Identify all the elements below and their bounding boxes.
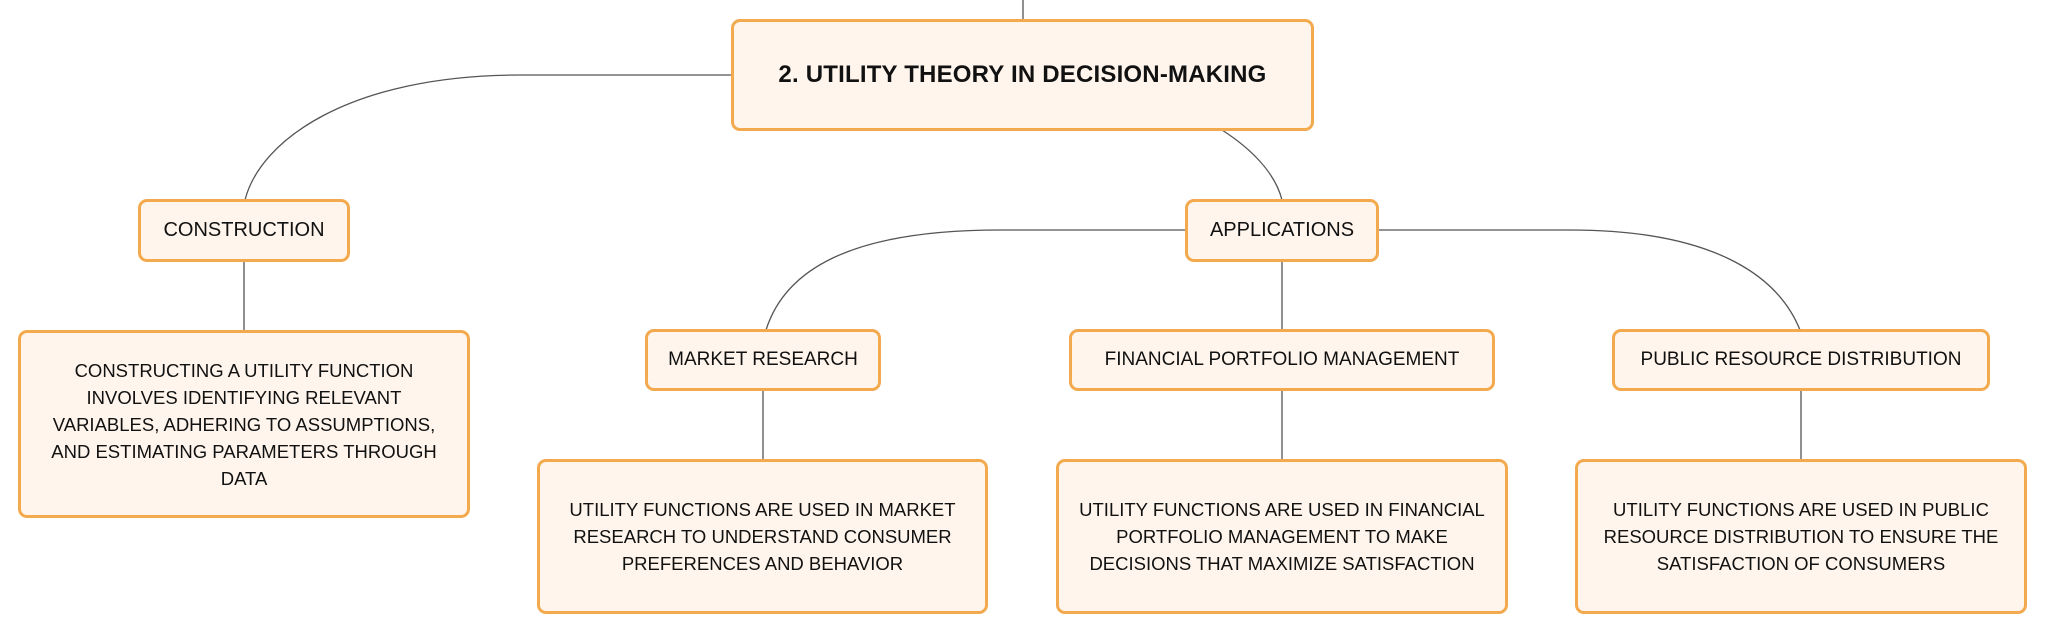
- public-resource-detail-node[interactable]: UTILITY FUNCTIONS ARE USED IN PUBLIC RES…: [1575, 459, 2027, 614]
- financial-portfolio-detail-node[interactable]: UTILITY FUNCTIONS ARE USED IN FINANCIAL …: [1056, 459, 1508, 614]
- public-resource-node[interactable]: PUBLIC RESOURCE DISTRIBUTION: [1612, 329, 1990, 391]
- construction-detail-node[interactable]: CONSTRUCTING A UTILITY FUNCTION INVOLVES…: [18, 330, 470, 518]
- market-research-detail-node[interactable]: UTILITY FUNCTIONS ARE USED IN MARKET RES…: [537, 459, 988, 614]
- applications-label: APPLICATIONS: [1209, 219, 1355, 241]
- market-research-node[interactable]: MARKET RESEARCH: [645, 329, 881, 391]
- market-research-label: MARKET RESEARCH: [668, 349, 858, 370]
- financial-portfolio-node[interactable]: FINANCIAL PORTFOLIO MANAGEMENT: [1069, 329, 1495, 391]
- financial-portfolio-label: FINANCIAL PORTFOLIO MANAGEMENT: [1104, 349, 1460, 370]
- root-topic-node[interactable]: 2. UTILITY THEORY IN DECISION-MAKING: [731, 19, 1314, 131]
- financial-portfolio-detail-text: UTILITY FUNCTIONS ARE USED IN FINANCIAL …: [1079, 499, 1485, 574]
- connector-root-to-construction: [244, 74, 733, 201]
- root-topic-label: 2. UTILITY THEORY IN DECISION-MAKING: [778, 61, 1267, 88]
- connector-root-to-applications: [1221, 129, 1283, 201]
- connector-applications-to-public-resource: [1378, 229, 1801, 331]
- public-resource-detail-text: UTILITY FUNCTIONS ARE USED IN PUBLIC RES…: [1603, 499, 1999, 574]
- applications-node[interactable]: APPLICATIONS: [1185, 199, 1379, 262]
- construction-node[interactable]: CONSTRUCTION: [138, 199, 350, 262]
- connector-applications-to-market-research: [765, 229, 1185, 331]
- construction-detail-text: CONSTRUCTING A UTILITY FUNCTION INVOLVES…: [51, 359, 437, 489]
- construction-label: CONSTRUCTION: [163, 219, 325, 241]
- public-resource-label: PUBLIC RESOURCE DISTRIBUTION: [1640, 349, 1962, 370]
- market-research-detail-text: UTILITY FUNCTIONS ARE USED IN MARKET RES…: [569, 499, 956, 574]
